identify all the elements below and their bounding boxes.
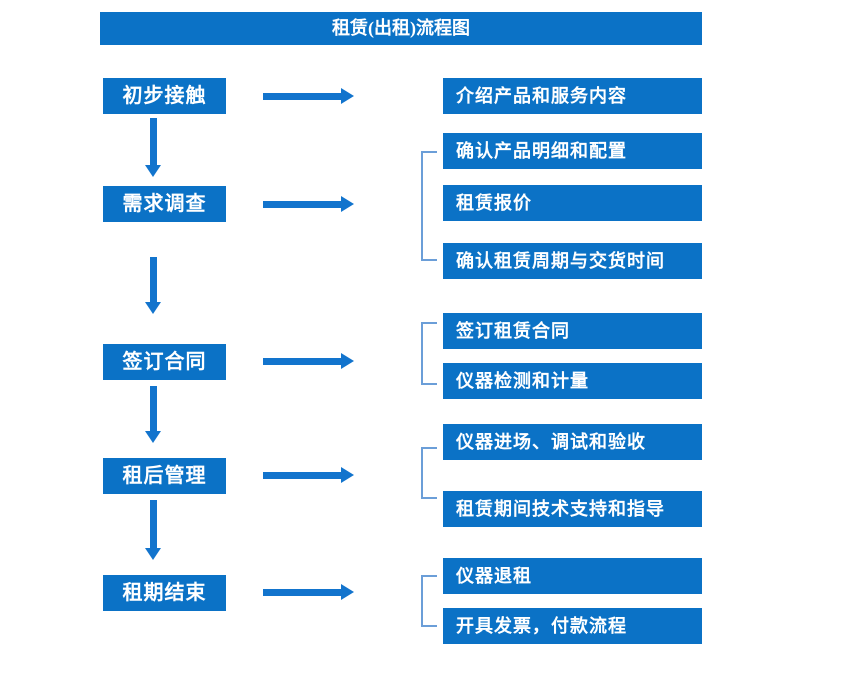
arrow-head bbox=[341, 88, 354, 104]
arrow-down-icon-1 bbox=[145, 118, 161, 177]
arrow-shaft bbox=[149, 118, 157, 165]
detail-sign-rental-contract: 签订租赁合同 bbox=[443, 313, 702, 349]
arrow-right-icon-5 bbox=[263, 584, 354, 601]
arrow-shaft bbox=[149, 257, 157, 302]
arrow-down-icon-3 bbox=[145, 386, 161, 443]
arrow-shaft bbox=[263, 589, 342, 596]
arrow-shaft bbox=[149, 500, 157, 548]
bracket-rental-end-group bbox=[421, 575, 437, 627]
detail-instrument-return: 仪器退租 bbox=[443, 558, 702, 594]
arrow-shaft bbox=[263, 93, 342, 100]
arrow-shaft bbox=[149, 386, 157, 431]
arrow-shaft bbox=[263, 472, 342, 479]
arrow-head bbox=[145, 165, 161, 177]
detail-rental-tech-support: 租赁期间技术支持和指导 bbox=[443, 491, 702, 527]
stage-rental-end: 租期结束 bbox=[103, 575, 226, 611]
detail-instrument-setup-acceptance: 仪器进场、调试和验收 bbox=[443, 424, 702, 460]
arrow-head bbox=[145, 548, 161, 560]
detail-invoice-payment-process: 开具发票，付款流程 bbox=[443, 608, 702, 644]
stage-initial-contact: 初步接触 bbox=[103, 78, 226, 114]
arrow-shaft bbox=[263, 201, 342, 208]
stage-demand-survey: 需求调查 bbox=[103, 186, 226, 222]
arrow-right-icon-3 bbox=[263, 353, 354, 370]
flowchart-title: 租赁(出租)流程图 bbox=[100, 12, 702, 45]
arrow-right-icon-1 bbox=[263, 88, 354, 105]
arrow-head bbox=[341, 196, 354, 212]
detail-confirm-product-details: 确认产品明细和配置 bbox=[443, 133, 702, 169]
detail-rental-quotation: 租赁报价 bbox=[443, 185, 702, 221]
arrow-right-icon-2 bbox=[263, 196, 354, 213]
bracket-post-rental-group bbox=[421, 447, 437, 499]
arrow-head bbox=[145, 431, 161, 443]
arrow-head bbox=[341, 353, 354, 369]
arrow-down-icon-2 bbox=[145, 257, 161, 314]
bracket-demand-survey-group bbox=[421, 151, 437, 261]
arrow-right-icon-4 bbox=[263, 467, 354, 484]
bracket-contract-group bbox=[421, 322, 437, 385]
arrow-shaft bbox=[263, 358, 342, 365]
arrow-down-icon-4 bbox=[145, 500, 161, 560]
stage-contract-signing: 签订合同 bbox=[103, 344, 226, 380]
detail-instrument-testing-metering: 仪器检测和计量 bbox=[443, 363, 702, 399]
arrow-head bbox=[145, 302, 161, 314]
stage-post-rental-management: 租后管理 bbox=[103, 458, 226, 494]
detail-introduce-products-services: 介绍产品和服务内容 bbox=[443, 78, 702, 114]
arrow-head bbox=[341, 584, 354, 600]
detail-confirm-rental-period: 确认租赁周期与交货时间 bbox=[443, 243, 702, 279]
arrow-head bbox=[341, 467, 354, 483]
